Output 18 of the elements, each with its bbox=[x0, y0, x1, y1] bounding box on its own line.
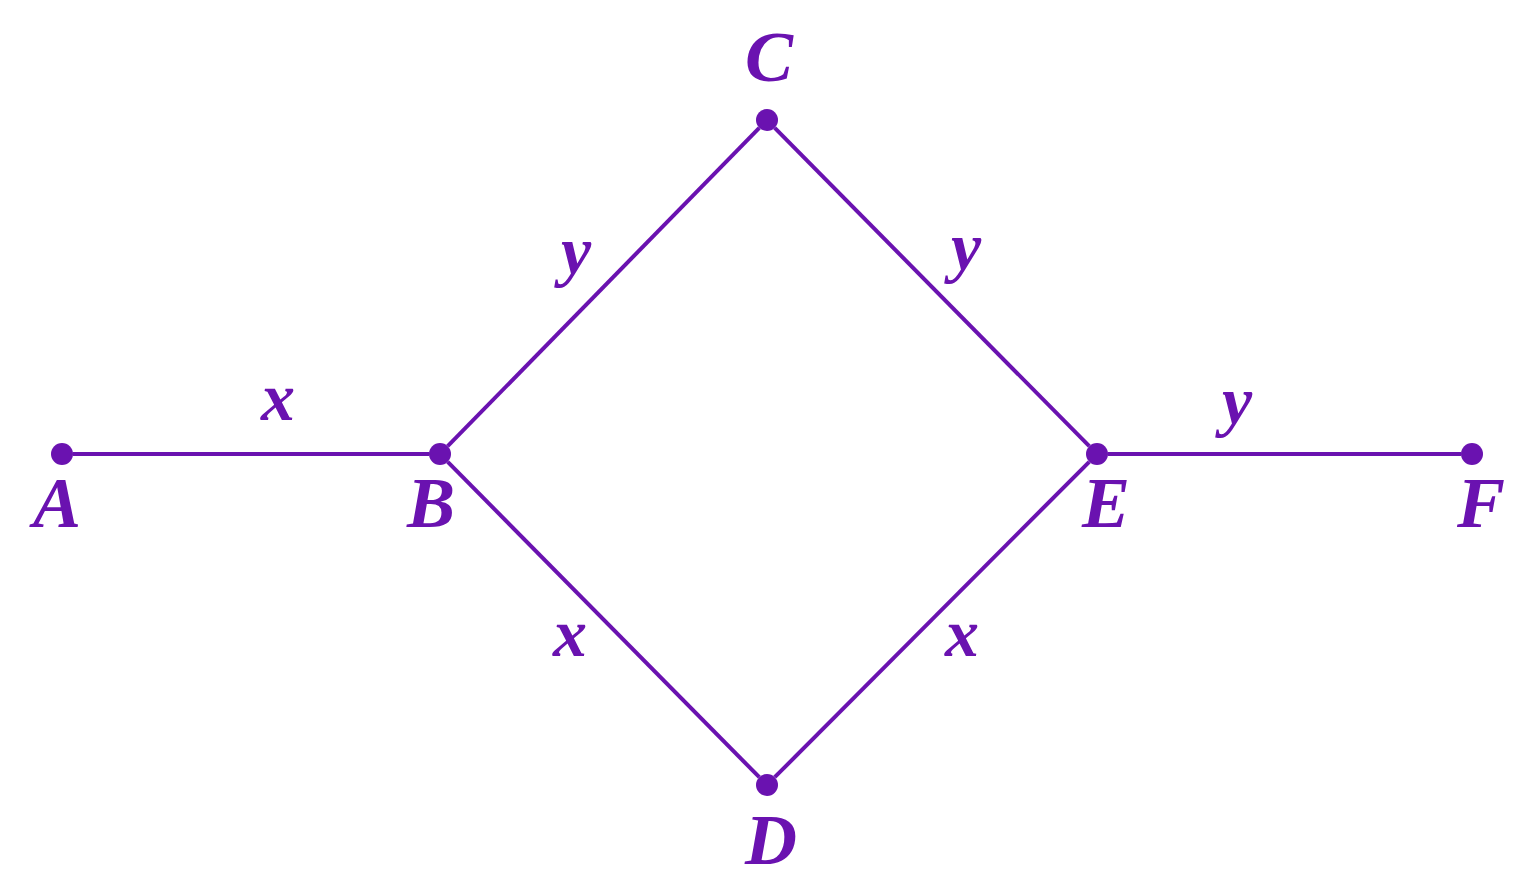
edge-label: y bbox=[1211, 361, 1263, 443]
point-label: E bbox=[1080, 464, 1131, 544]
edge-label: x bbox=[259, 358, 296, 438]
edge-line bbox=[73, 452, 429, 456]
point-label: D bbox=[743, 801, 798, 881]
edge-label: y bbox=[550, 211, 602, 293]
edge-line bbox=[446, 460, 761, 779]
point-label: B bbox=[405, 464, 456, 544]
edge-line bbox=[773, 126, 1091, 448]
edge-line bbox=[446, 126, 761, 448]
edge-label: x bbox=[943, 594, 980, 674]
point-label: C bbox=[744, 18, 795, 98]
edge-line bbox=[773, 460, 1091, 779]
edge-label: y bbox=[940, 207, 992, 289]
edge-line bbox=[1108, 452, 1461, 456]
point-label: A bbox=[25, 464, 89, 544]
point-label: F bbox=[1456, 464, 1506, 544]
edge-label: x bbox=[551, 594, 588, 674]
